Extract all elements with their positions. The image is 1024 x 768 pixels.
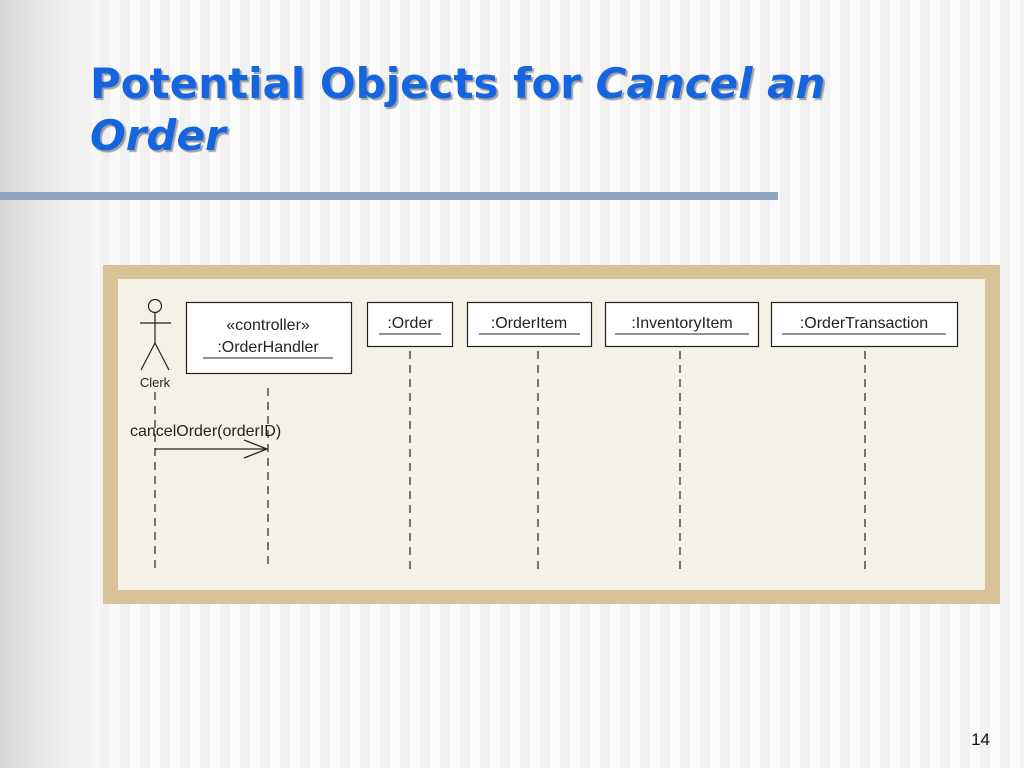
order-transaction-name: :OrderTransaction — [800, 315, 928, 332]
title-plain-text: Potential Objects for — [90, 59, 596, 108]
order-name: :Order — [387, 315, 433, 332]
order-item-name: :OrderItem — [491, 315, 567, 332]
clerk-actor: Clerk — [140, 298, 171, 390]
order-transaction-box — [770, 301, 959, 348]
order-transaction-object: :OrderTransaction — [770, 301, 959, 348]
actor-right-leg — [154, 342, 170, 371]
slide-number: 14 — [971, 730, 990, 749]
actor-head — [147, 298, 163, 314]
slide-title: Potential Objects for Cancel an Order — [90, 58, 970, 162]
controller-stereotype: «controller» — [226, 317, 310, 334]
inventory-item-object: :InventoryItem — [604, 301, 760, 348]
order-item-object: :OrderItem — [466, 301, 593, 348]
sequence-diagram: Clerk «controller» :OrderHandler :Order … — [118, 279, 985, 590]
inventory-item-box — [604, 301, 760, 348]
sequence-diagram-svg: Clerk «controller» :OrderHandler :Order … — [130, 298, 959, 569]
actor-label: Clerk — [140, 375, 171, 390]
actor-left-leg — [140, 342, 156, 371]
order-handler-box — [185, 301, 353, 375]
order-item-box — [466, 301, 593, 348]
inventory-item-name: :InventoryItem — [631, 315, 732, 332]
title-italic-text: Cancel an Order — [90, 59, 826, 160]
order-handler-name: :OrderHandler — [217, 339, 319, 356]
title-divider — [0, 192, 778, 200]
message-label: cancelOrder(orderID) — [130, 423, 281, 440]
order-handler-object: «controller» :OrderHandler — [185, 301, 353, 375]
message-arrowhead-icon — [243, 439, 269, 459]
order-object: :Order — [366, 301, 454, 348]
cancel-order-message: cancelOrder(orderID) — [130, 423, 281, 459]
order-box — [366, 301, 454, 348]
